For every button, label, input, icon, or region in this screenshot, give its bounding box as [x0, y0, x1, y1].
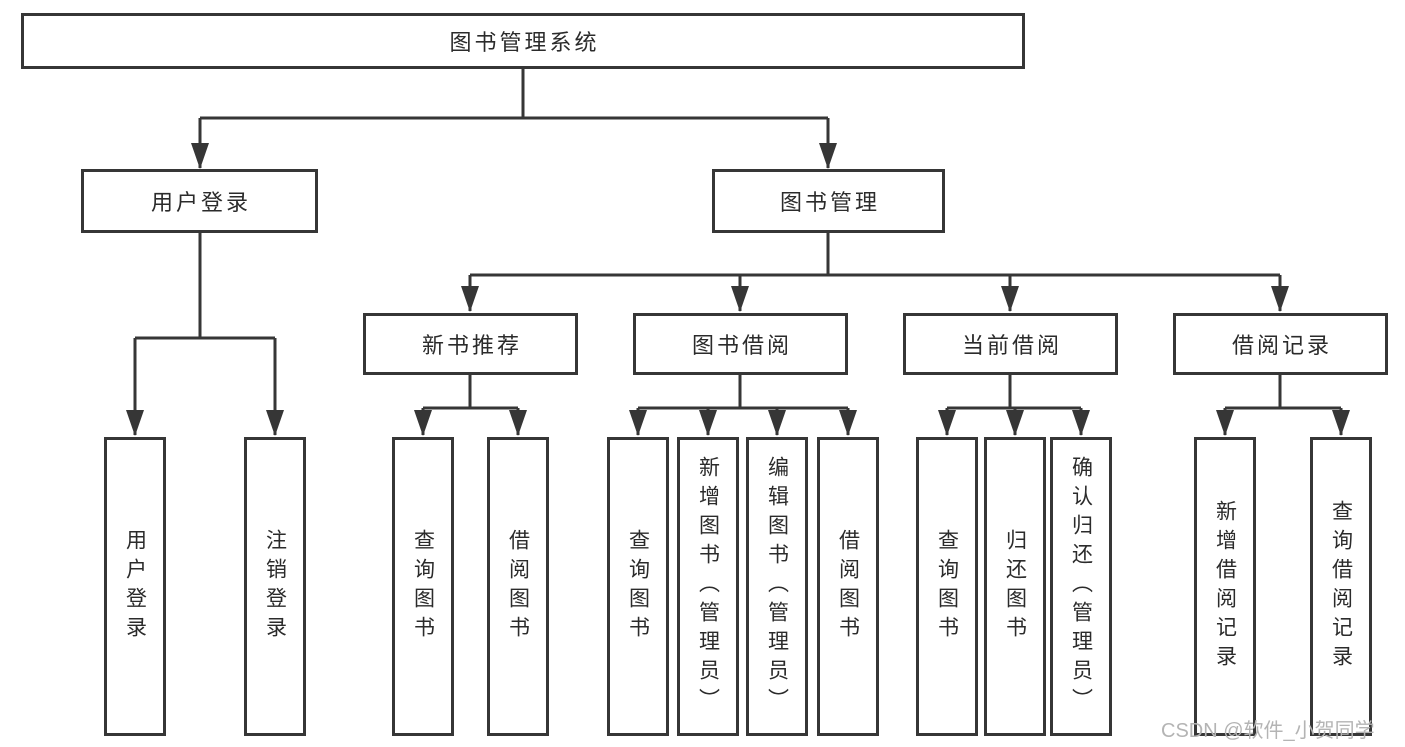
- node-root: 图书管理系统: [21, 13, 1025, 69]
- leaf-logout-label: 注销登录: [263, 528, 287, 645]
- csdn-watermark: CSDN @软件_小贺同学: [1161, 720, 1375, 742]
- leaf-return-books-label: 归还图书: [1003, 528, 1027, 645]
- leaf-query-borrow-record: 查询借阅记录: [1310, 437, 1372, 736]
- leaf-user-login: 用户登录: [104, 437, 166, 736]
- leaf-query-books-recommend: 查询图书: [392, 437, 454, 736]
- leaf-borrow-books: 借阅图书: [817, 437, 879, 736]
- leaf-borrow-books-recommend-label: 借阅图书: [506, 528, 530, 645]
- leaf-query-books-recommend-label: 查询图书: [411, 528, 435, 645]
- leaf-confirm-return-admin-label: 确认归还（管理员）: [1069, 456, 1093, 717]
- node-new-book-recommend-label: 新书推荐: [421, 333, 522, 358]
- node-current-borrow: 当前借阅: [903, 313, 1118, 375]
- leaf-add-books-admin-label: 新增图书（管理员）: [696, 456, 720, 717]
- leaf-user-login-label: 用户登录: [123, 528, 147, 645]
- leaf-query-books-current-label: 查询图书: [935, 528, 959, 645]
- node-new-book-recommend: 新书推荐: [363, 313, 578, 375]
- leaf-borrow-books-recommend: 借阅图书: [487, 437, 549, 736]
- node-user-login-label: 用户登录: [150, 190, 251, 215]
- node-borrow-records-label: 借阅记录: [1231, 333, 1332, 358]
- leaf-add-books-admin: 新增图书（管理员）: [677, 437, 739, 736]
- leaf-borrow-books-label: 借阅图书: [836, 528, 860, 645]
- leaf-logout: 注销登录: [244, 437, 306, 736]
- node-book-borrow-label: 图书借阅: [691, 333, 792, 358]
- leaf-add-borrow-record-label: 新增借阅记录: [1213, 499, 1237, 674]
- node-current-borrow-label: 当前借阅: [961, 333, 1062, 358]
- node-book-borrow: 图书借阅: [633, 313, 848, 375]
- node-root-label: 图书管理系统: [449, 30, 600, 55]
- node-book-management-label: 图书管理: [779, 190, 880, 215]
- leaf-return-books: 归还图书: [984, 437, 1046, 736]
- leaf-query-borrow-record-label: 查询借阅记录: [1329, 499, 1353, 674]
- leaf-query-books-borrow: 查询图书: [607, 437, 669, 736]
- leaf-edit-books-admin: 编辑图书（管理员）: [746, 437, 808, 736]
- node-borrow-records: 借阅记录: [1173, 313, 1388, 375]
- leaf-edit-books-admin-label: 编辑图书（管理员）: [765, 456, 789, 717]
- leaf-confirm-return-admin: 确认归还（管理员）: [1050, 437, 1112, 736]
- leaf-query-books-current: 查询图书: [916, 437, 978, 736]
- leaf-query-books-borrow-label: 查询图书: [626, 528, 650, 645]
- node-book-management: 图书管理: [712, 169, 945, 233]
- node-user-login: 用户登录: [81, 169, 318, 233]
- leaf-add-borrow-record: 新增借阅记录: [1194, 437, 1256, 736]
